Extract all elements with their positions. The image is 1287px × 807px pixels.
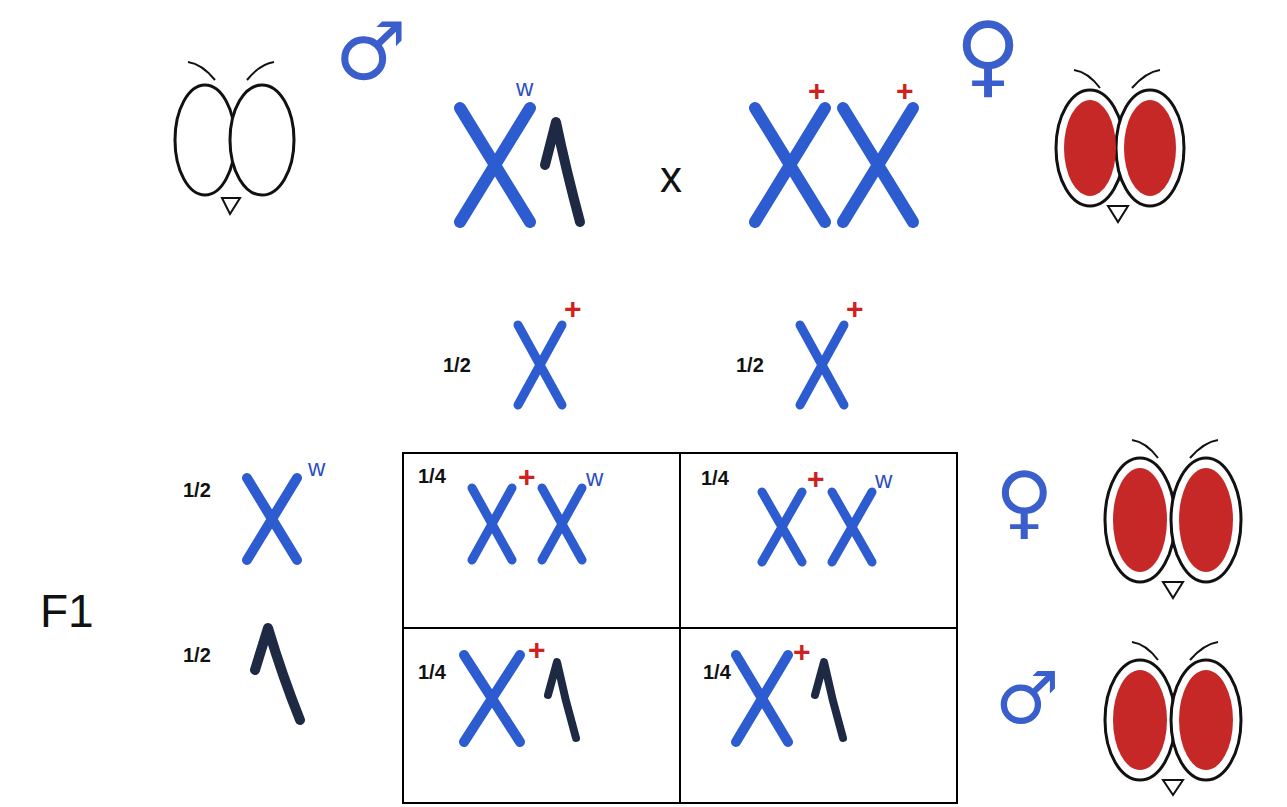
fraction-label: 1/2 <box>183 645 211 665</box>
allele-mark: + <box>564 294 582 324</box>
fraction-label: 1/4 <box>703 662 731 682</box>
punnett-cell: 1/4 + <box>402 627 681 804</box>
allele-mark: w <box>875 468 892 492</box>
fraction-label: 1/2 <box>443 355 471 375</box>
generation-label: F1 <box>40 588 94 634</box>
allele-mark: + <box>807 464 825 494</box>
allele-mark: w <box>308 456 325 480</box>
allele-mark: + <box>793 637 811 667</box>
allele-mark: + <box>896 76 914 106</box>
punnett-cell: 1/4 + w <box>402 452 681 629</box>
punnett-cell: 1/4 + <box>679 627 958 804</box>
fraction-label: 1/4 <box>701 468 729 488</box>
cross-sign: x <box>660 155 682 199</box>
fraction-label: 1/4 <box>418 466 446 486</box>
allele-mark: w <box>516 76 533 100</box>
sex-symbol: ♀ <box>995 462 1054 542</box>
red-eyed-fly <box>1105 642 1241 795</box>
red-eyed-fly <box>1105 440 1241 598</box>
allele-mark: + <box>518 462 536 492</box>
x-chromosome <box>247 108 913 742</box>
y-chromosome <box>255 122 843 738</box>
fraction-label: 1/4 <box>418 662 446 682</box>
sex-symbol: ♂ <box>335 12 407 92</box>
allele-mark: + <box>808 76 826 106</box>
red-eyed-fly <box>1056 70 1184 222</box>
allele-mark: + <box>528 635 546 665</box>
allele-mark: + <box>846 294 864 324</box>
sex-symbol: ♂ <box>995 662 1060 734</box>
fraction-label: 1/2 <box>183 480 211 500</box>
punnett-cell: 1/4 + w <box>679 452 958 629</box>
sex-symbol: ♀ <box>955 10 1021 100</box>
allele-mark: w <box>586 466 603 490</box>
fraction-label: 1/2 <box>736 355 764 375</box>
white-eyed-fly <box>175 62 294 214</box>
